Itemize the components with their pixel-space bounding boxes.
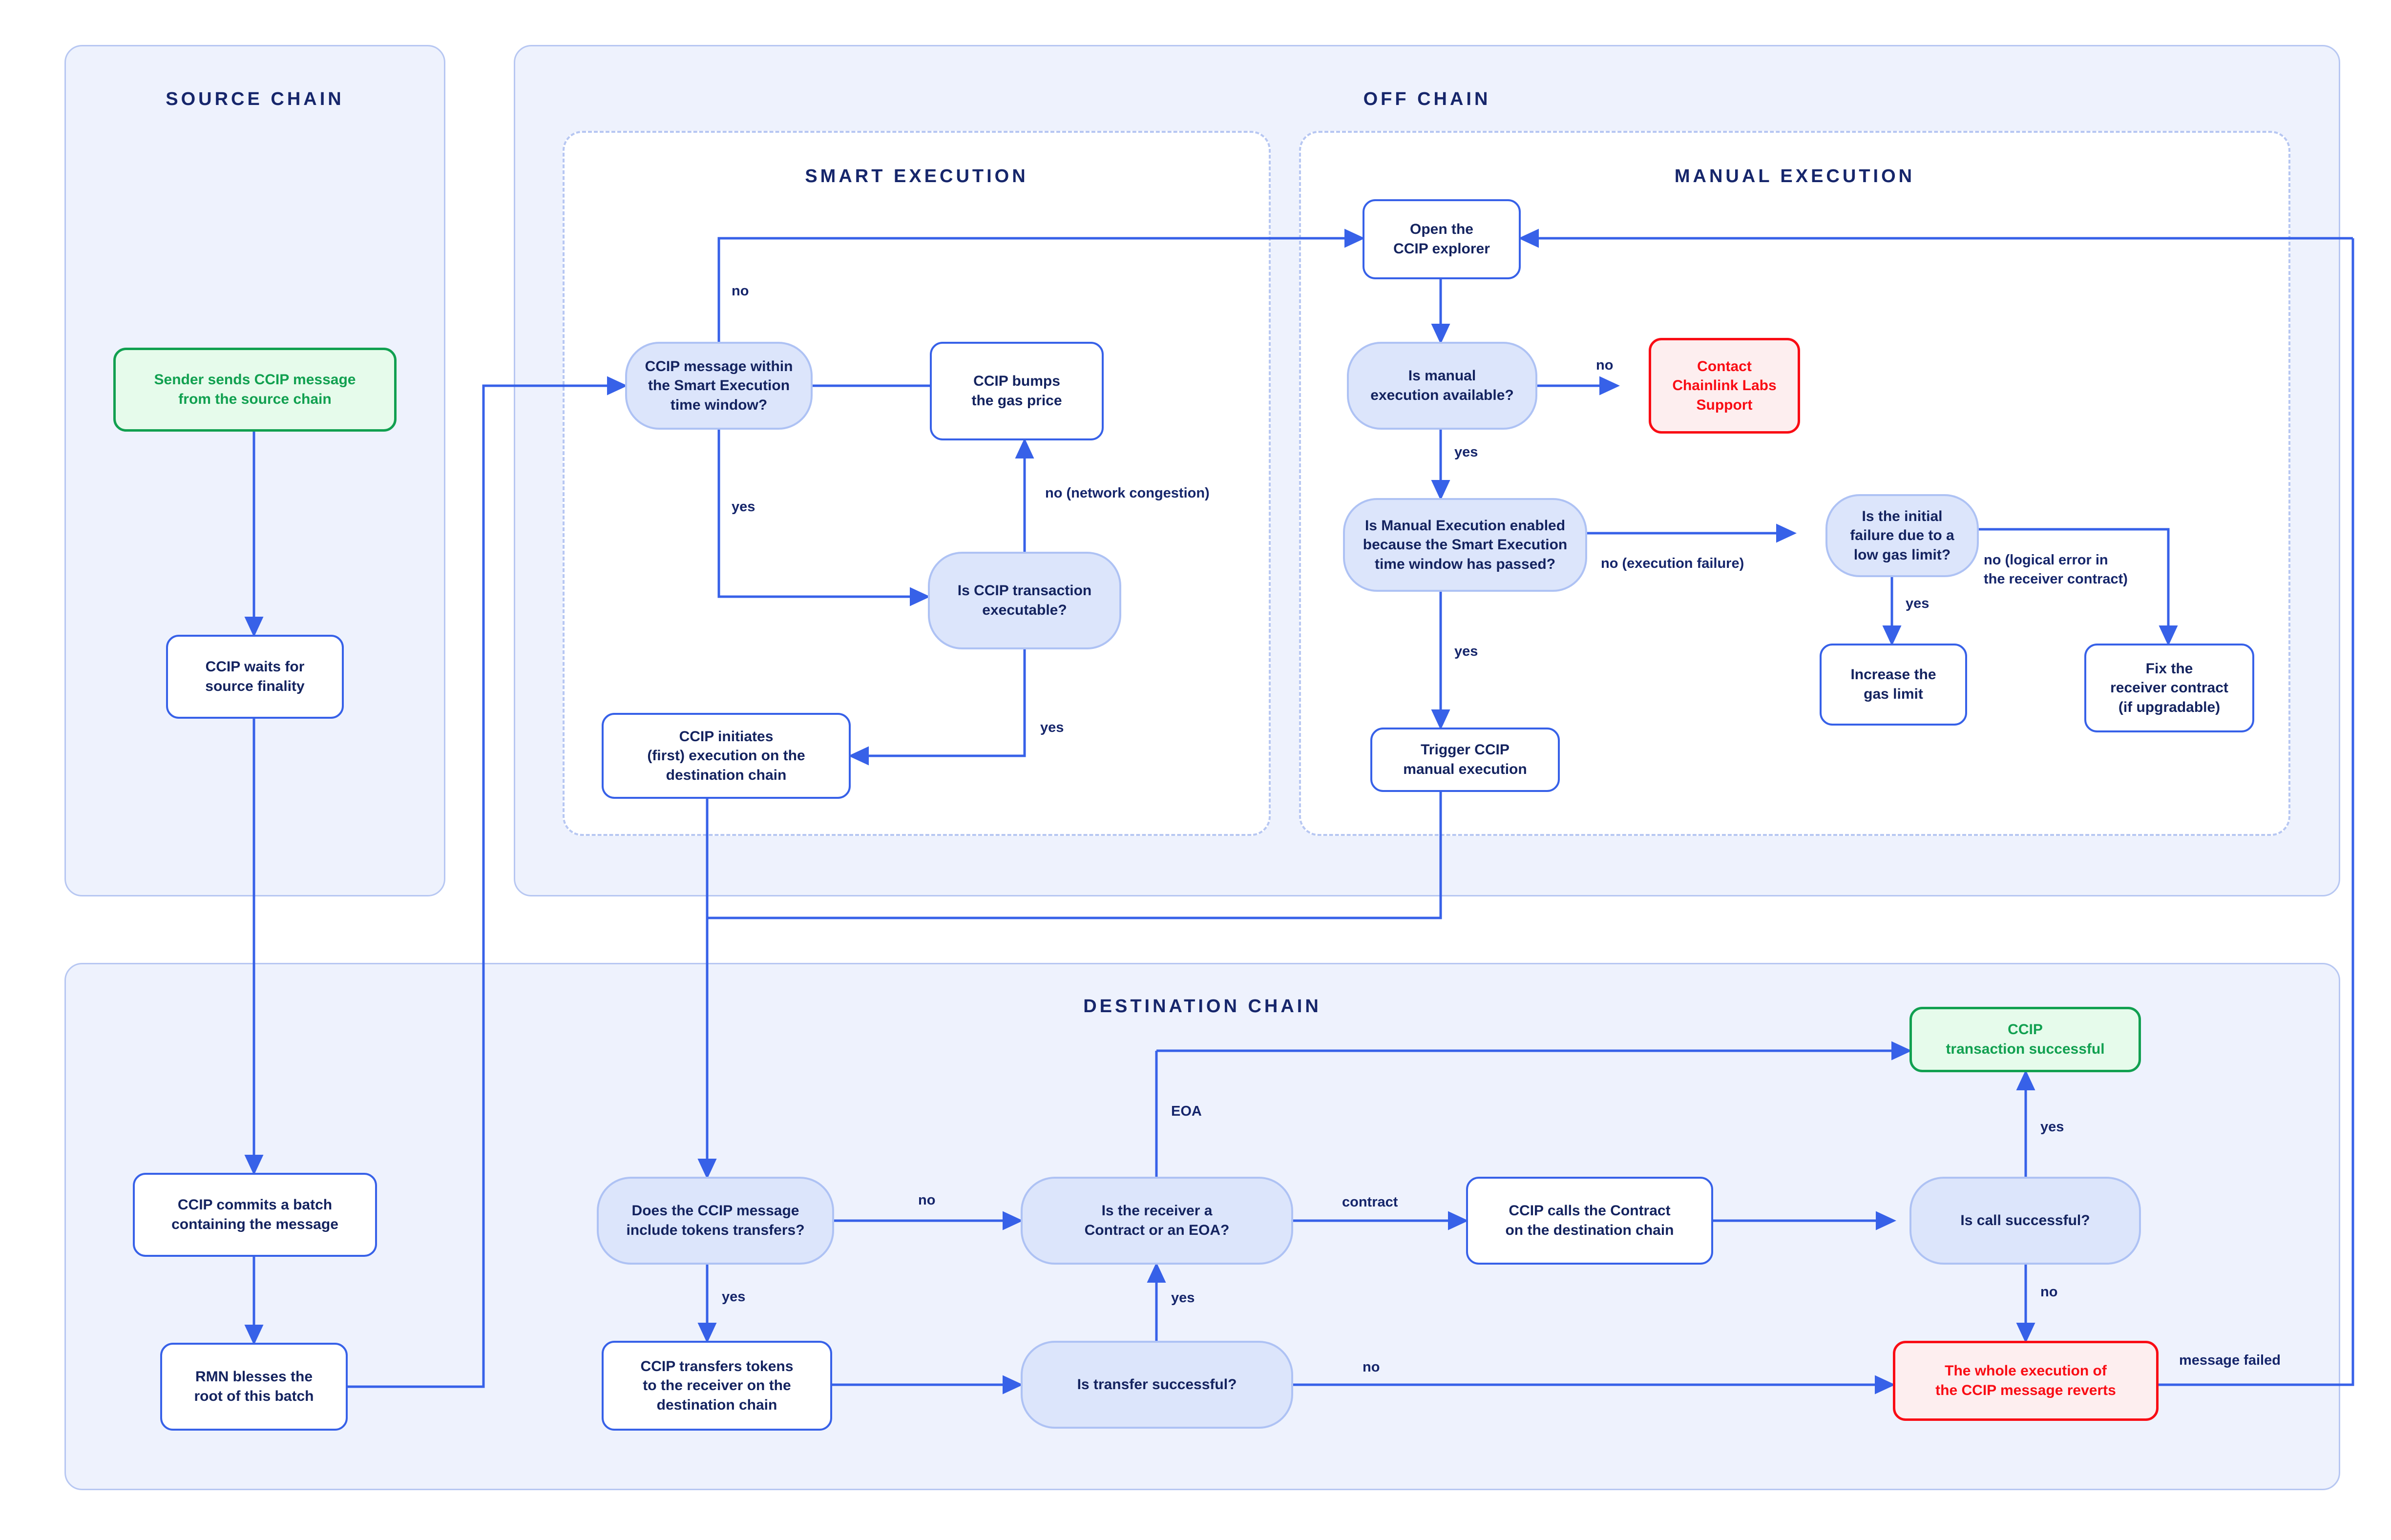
node-contact-support[interactable]: Contact Chainlink Labs Support <box>1649 338 1800 434</box>
node-increase-gas[interactable]: Increase the gas limit <box>1820 644 1967 726</box>
lane-title-manual-execution: MANUAL EXECUTION <box>1674 166 1915 187</box>
node-initial-failure[interactable]: Is the initial failure due to a low gas … <box>1825 494 1979 577</box>
lane-title-off-chain: OFF CHAIN <box>1363 89 1491 109</box>
node-waits-finality[interactable]: CCIP waits for source finality <box>166 635 344 719</box>
node-transfers-tokens[interactable]: CCIP transfers tokens to the receiver on… <box>602 1341 832 1431</box>
node-open-explorer[interactable]: Open the CCIP explorer <box>1363 199 1521 279</box>
edge-label-yes-low-gas: yes <box>1906 596 1930 611</box>
edge-label-contract: contract <box>1342 1194 1398 1210</box>
node-transfer-success[interactable]: Is transfer successful? <box>1021 1341 1293 1429</box>
node-rmn-blesses[interactable]: RMN blesses the root of this batch <box>160 1343 348 1431</box>
node-tx-executable[interactable]: Is CCIP transaction executable? <box>928 552 1121 649</box>
node-msg-within-window[interactable]: CCIP message within the Smart Execution … <box>625 342 813 430</box>
edge-label-message-failed: message failed <box>2179 1353 2281 1368</box>
lane-title-smart-execution: SMART EXECUTION <box>805 166 1028 187</box>
edge-label-yes-manual: yes <box>1454 444 1478 460</box>
edge-label-yes-call: yes <box>2040 1119 2064 1135</box>
lane-title-source-chain: SOURCE CHAIN <box>166 89 344 109</box>
node-fix-receiver[interactable]: Fix the receiver contract (if upgradable… <box>2084 644 2254 732</box>
edge-label-yes-executable: yes <box>1040 720 1064 735</box>
node-manual-enabled[interactable]: Is Manual Execution enabled because the … <box>1343 498 1587 592</box>
node-trigger-manual[interactable]: Trigger CCIP manual execution <box>1370 728 1560 792</box>
node-bumps-gas[interactable]: CCIP bumps the gas price <box>930 342 1104 440</box>
node-receiver-type[interactable]: Is the receiver a Contract or an EOA? <box>1021 1177 1293 1265</box>
lane-title-destination-chain: DESTINATION CHAIN <box>1083 996 1321 1017</box>
edge-label-eoa: EOA <box>1171 1103 1202 1119</box>
node-calls-contract[interactable]: CCIP calls the Contract on the destinati… <box>1466 1177 1713 1265</box>
edge-label-yes-window: yes <box>732 499 755 515</box>
edge-label-no-execution-failure: no (execution failure) <box>1601 556 1744 571</box>
node-execution-reverts[interactable]: The whole execution of the CCIP message … <box>1893 1341 2159 1421</box>
node-initiates-exec[interactable]: CCIP initiates (first) execution on the … <box>602 713 851 799</box>
node-commits-batch[interactable]: CCIP commits a batch containing the mess… <box>133 1173 377 1257</box>
node-sender-sends[interactable]: Sender sends CCIP message from the sourc… <box>113 348 397 432</box>
edge-label-no-congestion: no (network congestion) <box>1045 485 1210 501</box>
edge-label-no-tokens: no <box>918 1192 936 1208</box>
edge-label-no-transfer: no <box>1363 1359 1380 1375</box>
edge-label-no-logical-error: no (logical error in the receiver contra… <box>1984 552 2128 587</box>
node-manual-available[interactable]: Is manual execution available? <box>1347 342 1537 430</box>
edge-label-no-call: no <box>2040 1284 2058 1300</box>
node-tx-successful[interactable]: CCIP transaction successful <box>1909 1007 2141 1072</box>
node-call-success[interactable]: Is call successful? <box>1909 1177 2141 1265</box>
edge-label-yes-tokens: yes <box>722 1289 746 1305</box>
edge-label-no-window: no <box>732 283 749 299</box>
edge-label-yes-manual-enabled: yes <box>1454 644 1478 659</box>
edge-label-yes-transfer: yes <box>1171 1290 1195 1306</box>
node-includes-tokens[interactable]: Does the CCIP message include tokens tra… <box>597 1177 834 1265</box>
edge-label-no-manual: no <box>1596 357 1614 373</box>
